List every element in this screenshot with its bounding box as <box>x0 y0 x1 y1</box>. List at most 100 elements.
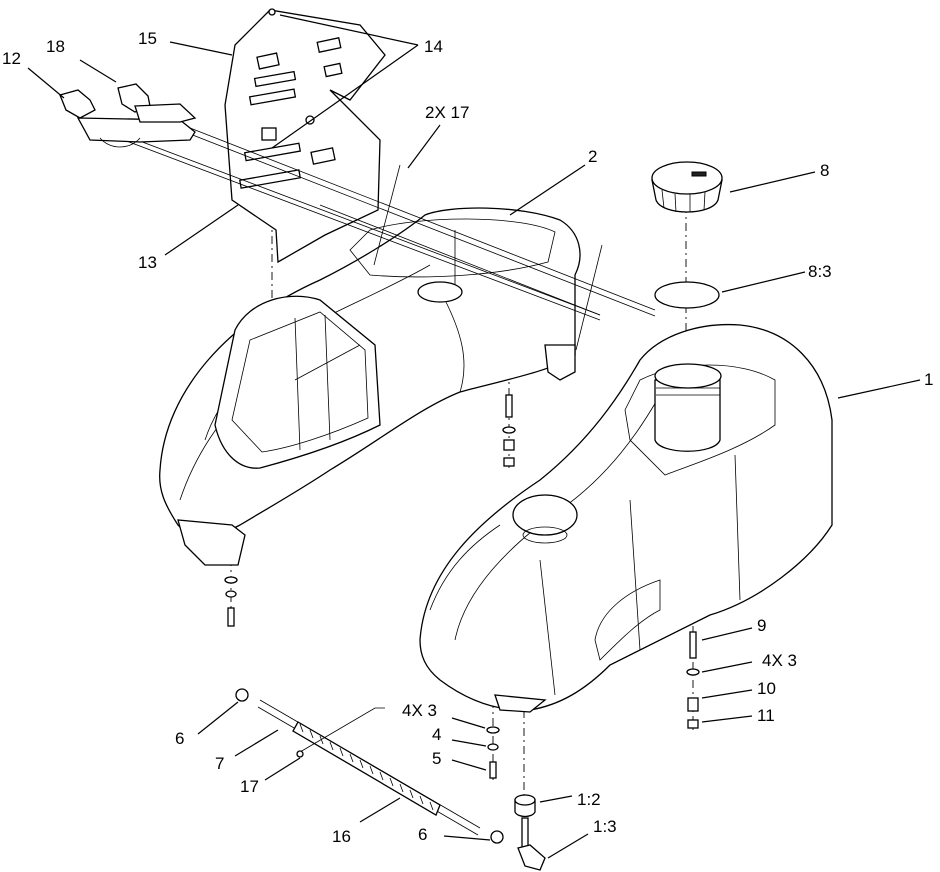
tank-left-foot <box>177 519 246 566</box>
washer-4 <box>487 743 499 751</box>
callout-8: 8 <box>820 161 829 180</box>
callout-14: 14 <box>424 37 443 56</box>
filler-neck-top <box>654 363 722 389</box>
cap-filter-disc <box>654 281 720 309</box>
fuel-line-assembly <box>235 688 504 844</box>
plate-slot <box>261 127 277 141</box>
cable-long <box>184 131 656 317</box>
washer <box>224 576 238 584</box>
cap-top <box>651 161 723 195</box>
cable-long <box>184 125 656 311</box>
plate-slot <box>256 52 280 70</box>
fitting-1-3 <box>517 844 546 871</box>
callout-7: 7 <box>215 754 224 773</box>
rod-17c <box>575 244 603 351</box>
fitting-stem <box>521 817 529 849</box>
cable-lower <box>99 130 601 321</box>
tank-right-foot <box>494 694 547 713</box>
handle-12 <box>59 89 96 119</box>
hardware-left <box>224 576 238 627</box>
filler-neck <box>654 379 721 452</box>
hardware-bottom <box>486 726 500 779</box>
callout-2x17: 2X 17 <box>425 103 469 122</box>
nut-11 <box>687 719 699 729</box>
callout-15: 15 <box>138 29 157 48</box>
washer <box>502 426 516 434</box>
mounting-plate <box>224 8 386 264</box>
callout-9: 9 <box>757 616 766 635</box>
tank-right-seams <box>539 454 741 696</box>
tank-left-front-well-inner <box>231 311 369 453</box>
fuel-cap <box>651 161 723 213</box>
callout-1-2: 1:2 <box>577 790 601 809</box>
bolt-9 <box>689 631 697 659</box>
fuel-tank-left <box>159 207 581 566</box>
cable-loop <box>99 137 141 148</box>
nut <box>503 457 515 467</box>
plate-slot <box>316 37 342 53</box>
callout-4x3-left: 4X 3 <box>402 701 437 720</box>
callout-8-3: 8:3 <box>808 262 832 281</box>
cup-holder-bottom <box>522 526 568 544</box>
callout-18: 18 <box>46 37 65 56</box>
plate-slot <box>323 62 343 78</box>
washer-3 <box>686 668 700 676</box>
tank-left-rear-foot <box>544 344 576 381</box>
tank-right-recess <box>594 579 661 661</box>
tank-left-well-ribs <box>294 314 361 451</box>
fuel-fittings <box>514 794 546 871</box>
callout-12: 12 <box>2 49 21 68</box>
cap-rib <box>703 191 706 211</box>
spring <box>503 439 515 451</box>
hardware-right <box>686 631 700 729</box>
callout-10: 10 <box>757 679 776 698</box>
callout-17: 17 <box>240 777 259 796</box>
hose-sleeve-16 <box>292 721 441 816</box>
tie-17-end <box>296 750 304 758</box>
clamp-6 <box>490 830 504 844</box>
cap-logo <box>691 171 707 177</box>
control-cables <box>59 83 656 351</box>
callout-4x3-right: 4X 3 <box>762 651 797 670</box>
spring-10 <box>687 697 699 712</box>
callout-1: 1 <box>924 370 933 389</box>
callout-5: 5 <box>432 749 441 768</box>
rod-17b <box>373 164 401 266</box>
tank-left-top-well <box>349 218 556 278</box>
cable-lower <box>99 125 601 316</box>
bolt-5 <box>489 761 497 779</box>
grommet-1-2-top <box>514 794 536 806</box>
hardware-mid <box>502 394 516 467</box>
plate-slot <box>248 88 297 106</box>
cap-rib <box>674 193 677 213</box>
plate-slot <box>253 70 297 88</box>
bolt <box>505 394 513 418</box>
callout-4: 4 <box>432 725 441 744</box>
clamp-6 <box>235 688 249 702</box>
washer <box>225 590 237 598</box>
plate-body <box>224 9 386 264</box>
callout-1-3: 1:3 <box>593 817 617 836</box>
fuel-tank-right <box>419 323 833 713</box>
rod-17 <box>319 204 601 316</box>
handle-18-grip <box>134 103 197 123</box>
plate-slot <box>243 142 302 162</box>
cup-holder <box>512 494 578 536</box>
callout-6-left: 6 <box>175 729 184 748</box>
leader-lines <box>27 14 921 859</box>
sleeve-coil <box>299 723 434 811</box>
plate-slot <box>310 147 336 165</box>
callout-16: 16 <box>332 827 351 846</box>
cap-rib <box>661 189 665 209</box>
callout-2: 2 <box>588 147 597 166</box>
callout-11: 11 <box>757 706 775 725</box>
bolt <box>227 607 235 627</box>
tank-right-contour <box>429 524 501 611</box>
washer-3 <box>486 726 500 734</box>
tie-17 <box>299 707 385 753</box>
callout-labels: 1 2 2X 17 8 8:3 9 4X 3 10 11 12 18 15 14… <box>2 29 933 846</box>
tank-left-filler-opening <box>417 281 463 303</box>
callout-6-right: 6 <box>418 825 427 844</box>
